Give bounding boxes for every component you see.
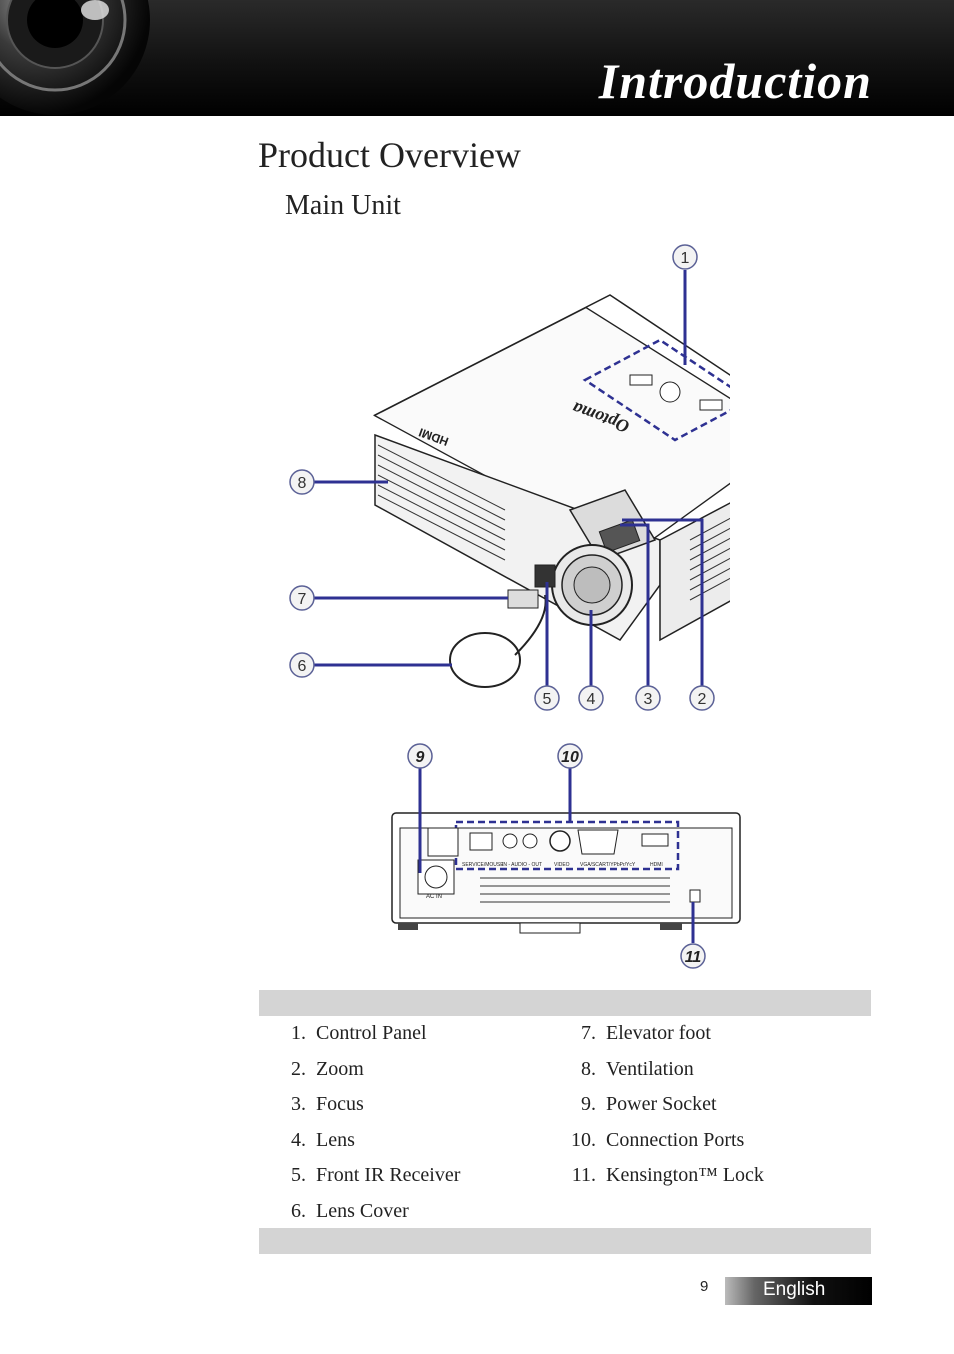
lens-graphic (0, 0, 160, 116)
svg-text:9: 9 (416, 749, 425, 766)
table-header-bar (259, 990, 871, 1016)
svg-text:1: 1 (681, 250, 690, 267)
ac-in-label: AC IN (426, 894, 442, 900)
callout-10: 10 (557, 743, 583, 769)
language-tab: English (725, 1277, 872, 1305)
callout-3: 3 (635, 685, 661, 711)
callout-1: 1 (672, 244, 698, 270)
list-item: 4.Lens (291, 1128, 355, 1151)
svg-text:7: 7 (298, 591, 307, 608)
list-item: 6.Lens Cover (291, 1199, 409, 1222)
projector-rear-diagram: SERVICE/MOUSE IN - AUDIO - OUT VIDEO VGA… (380, 738, 760, 970)
header-banner (0, 0, 954, 116)
list-item: 7.Elevator foot (581, 1022, 711, 1044)
subsection-title: Main Unit (285, 190, 401, 221)
list-item: 1.Control Panel (291, 1022, 427, 1044)
list-item: 11.Kensington™ Lock (571, 1164, 764, 1186)
svg-text:11: 11 (685, 949, 702, 966)
callout-9: 9 (407, 743, 433, 769)
section-title: Product Overview (258, 135, 521, 175)
table-footer-bar (259, 1228, 871, 1254)
callout-8: 8 (289, 469, 315, 495)
svg-text:10: 10 (561, 749, 579, 766)
list-item: 2.Zoom (291, 1057, 364, 1080)
list-item: 5.Front IR Receiver (291, 1164, 461, 1186)
list-item: 3.Focus (291, 1093, 364, 1115)
page-number: 9 (700, 1278, 709, 1295)
list-item: 10.Connection Ports (571, 1128, 745, 1151)
callout-4: 4 (578, 685, 604, 711)
callout-6: 6 (289, 652, 315, 678)
list-item: 8.Ventilation (581, 1057, 694, 1080)
port-label-hdmi: HDMI (650, 862, 663, 868)
port-label-vga: VGA/SCART/YPbPr/YcY (580, 862, 636, 868)
chapter-title: Introduction (598, 53, 872, 109)
callout-7: 7 (289, 585, 315, 611)
svg-text:6: 6 (298, 658, 307, 675)
language-label: English (763, 1279, 826, 1300)
callout-11: 11 (680, 943, 706, 969)
svg-text:8: 8 (298, 475, 307, 492)
callout-5: 5 (534, 685, 560, 711)
parts-list-right: 7.Elevator foot 8.Ventilation 9.Power So… (560, 1016, 764, 1194)
parts-list-left: 1.Control Panel 2.Zoom 3.Focus 4.Lens 5.… (270, 1016, 460, 1229)
projector-front-diagram: Optoma HDMI 1 8 (280, 240, 841, 720)
port-label-audio: IN - AUDIO - OUT (502, 862, 542, 868)
svg-text:3: 3 (644, 691, 653, 708)
svg-text:2: 2 (698, 691, 707, 708)
list-item: 9.Power Socket (581, 1093, 717, 1115)
port-label-service: SERVICE/MOUSE (462, 862, 504, 868)
callout-2: 2 (689, 685, 715, 711)
svg-text:5: 5 (543, 691, 552, 708)
port-label-video: VIDEO (554, 862, 570, 868)
svg-text:4: 4 (587, 691, 596, 708)
